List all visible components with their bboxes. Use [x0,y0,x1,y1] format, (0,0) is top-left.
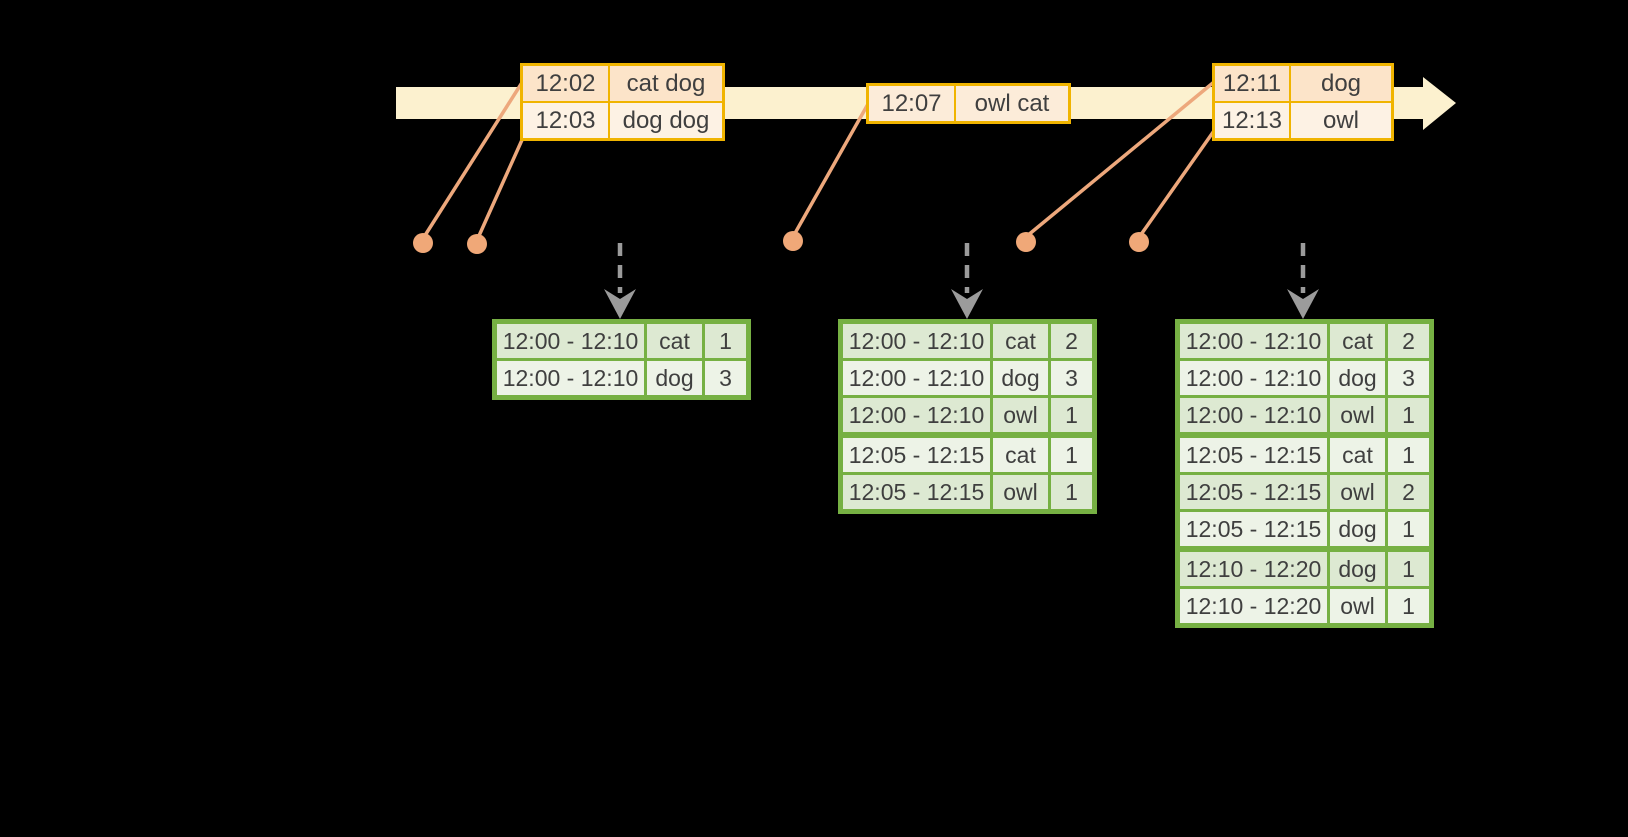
word-cell: cat [993,438,1048,472]
window-cell: 12:00 - 12:10 [843,324,990,358]
word-cell: owl [993,398,1048,432]
event-time: 12:13 [1215,103,1289,138]
event-connector-line [792,103,870,236]
word-cell: cat [993,324,1048,358]
count-cell: 1 [1051,438,1092,472]
count-cell: 3 [1051,361,1092,395]
event-words: dog dog [610,103,722,138]
count-cell: 1 [1388,438,1429,472]
event-words: cat dog [610,66,722,101]
count-cell: 1 [1388,589,1429,623]
count-cell: 2 [1388,324,1429,358]
event-time: 12:07 [869,86,954,121]
event-connector-line [1025,80,1216,238]
word-cell: cat [1330,438,1385,472]
window-cell: 12:00 - 12:10 [1180,361,1327,395]
count-cell: 1 [1388,512,1429,546]
word-cell: dog [647,361,702,395]
window-cell: 12:00 - 12:10 [1180,324,1327,358]
count-cell: 1 [1388,398,1429,432]
count-cell: 1 [1388,552,1429,586]
event-dot [783,231,803,251]
trigger-arrowhead-icon [1287,289,1319,319]
event-connector-line [1138,126,1218,238]
window-cell: 12:05 - 12:15 [1180,438,1327,472]
word-cell: cat [647,324,702,358]
window-cell: 12:05 - 12:15 [1180,475,1327,509]
window-cell: 12:00 - 12:10 [1180,398,1327,432]
word-cell: owl [1330,475,1385,509]
event-dot [413,233,433,253]
word-cell: owl [1330,589,1385,623]
word-cell: owl [1330,398,1385,432]
window-cell: 12:10 - 12:20 [1180,552,1327,586]
window-cell: 12:05 - 12:15 [1180,512,1327,546]
window-cell: 12:00 - 12:10 [497,361,644,395]
event-dot [1016,232,1036,252]
count-cell: 2 [1388,475,1429,509]
event-dot [467,234,487,254]
trigger-arrowhead-icon [604,289,636,319]
window-cell: 12:10 - 12:20 [1180,589,1327,623]
word-cell: dog [1330,361,1385,395]
word-cell: dog [1330,512,1385,546]
timeline-arrowhead [1423,77,1456,130]
word-cell: cat [1330,324,1385,358]
count-cell: 1 [1051,475,1092,509]
event-time: 12:11 [1215,66,1289,101]
event-words: owl cat [956,86,1068,121]
window-cell: 12:05 - 12:15 [843,438,990,472]
event-time: 12:02 [523,66,608,101]
event-connector-line [476,130,528,239]
word-cell: owl [993,475,1048,509]
word-cell: dog [1330,552,1385,586]
event-connector-line [422,80,525,238]
event-dot [1129,232,1149,252]
window-cell: 12:00 - 12:10 [843,361,990,395]
event-time: 12:03 [523,103,608,138]
count-cell: 1 [1051,398,1092,432]
word-cell: dog [993,361,1048,395]
count-cell: 3 [1388,361,1429,395]
count-cell: 1 [705,324,746,358]
window-cell: 12:00 - 12:10 [497,324,644,358]
window-cell: 12:05 - 12:15 [843,475,990,509]
count-cell: 3 [705,361,746,395]
event-words: owl [1291,103,1391,138]
trigger-arrowhead-icon [951,289,983,319]
event-words: dog [1291,66,1391,101]
window-cell: 12:00 - 12:10 [843,398,990,432]
count-cell: 2 [1051,324,1092,358]
